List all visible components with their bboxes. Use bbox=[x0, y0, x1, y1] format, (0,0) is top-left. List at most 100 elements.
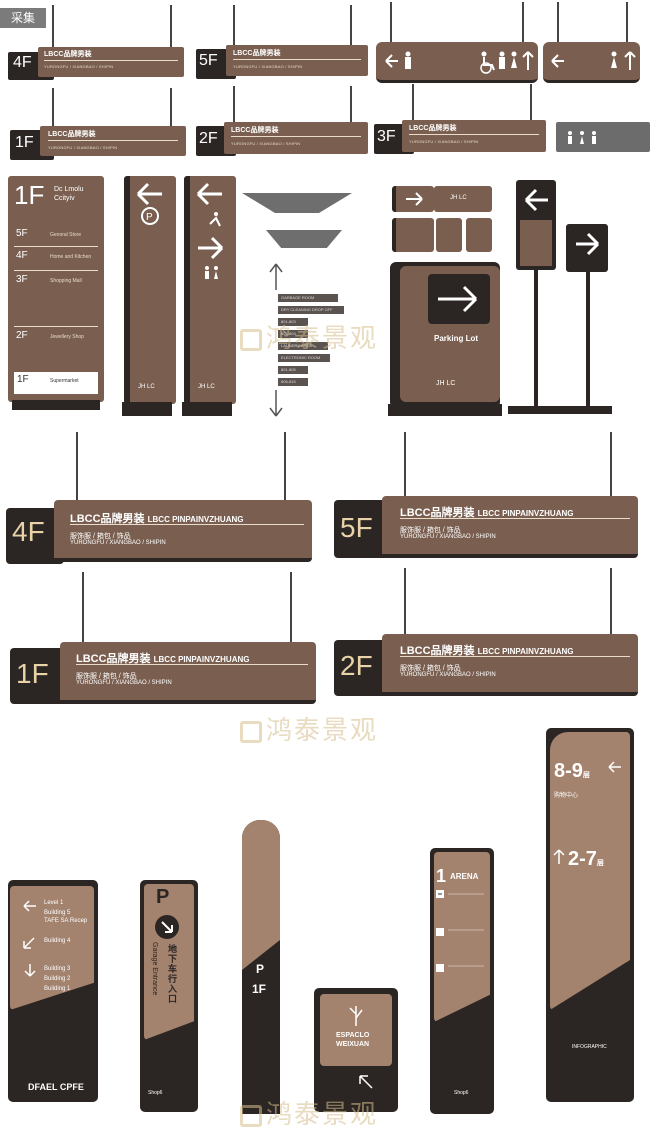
tower-a-line: Level 1 bbox=[44, 900, 64, 906]
plaque-restroom-c bbox=[466, 218, 492, 252]
parking-lot-logo: JH LC bbox=[436, 380, 456, 387]
sub-en: YURONGFU / XIANGBAO / SHIPIN bbox=[400, 534, 496, 540]
tower-b-small: Shop6 bbox=[148, 1090, 163, 1096]
dir-floor-4f: 4F bbox=[16, 250, 28, 261]
wayfinding-item: DRY CLEANING DROP OFF bbox=[278, 306, 344, 314]
wayfinding-item: 806-815 bbox=[278, 378, 308, 386]
brand-label: LBCC品牌男装 LBCC PINPAINVZHUANG bbox=[70, 513, 244, 525]
directory-big-floor: 1F bbox=[14, 180, 45, 210]
wayfinding-item: 801-803 bbox=[278, 330, 308, 338]
sub-label: YURONGFU / XIANGBAO / SHIPIN bbox=[48, 145, 118, 150]
tower-a-line: Building 5 bbox=[44, 910, 71, 916]
sub-label: YURONGFU / XIANGBAO / SHIPIN bbox=[231, 141, 301, 146]
direction-arrows-icon bbox=[196, 182, 224, 279]
parking-totem-logo: JH LC bbox=[138, 384, 155, 390]
tower-d-plant-icon bbox=[349, 1006, 363, 1026]
tower-c-floor: 1F bbox=[252, 982, 267, 996]
plaque-restroom-b bbox=[436, 218, 462, 252]
sub-cn: 服饰服 / 箱包 / 饰品 bbox=[400, 527, 461, 534]
dir-text-5f: Genoral Store bbox=[50, 232, 82, 238]
tower-e-small: Shop6 bbox=[454, 1090, 469, 1096]
watermark: 鸿泰景观 bbox=[240, 318, 378, 355]
tower-f-top-cn: 购物中心 bbox=[554, 793, 579, 799]
sub-en: YURONGFU / XIANGBAO / SHIPIN bbox=[76, 680, 172, 686]
tower-e-title: ARENA bbox=[450, 872, 479, 881]
sub-label: YURONGFU / XIANGBAO / SHIPIN bbox=[233, 64, 303, 69]
tower-f-up-arrow-icon bbox=[553, 849, 565, 864]
restroom-plate-small bbox=[556, 122, 650, 152]
plaque-arrow bbox=[392, 186, 434, 212]
dir-text-3f: Shopping Mall bbox=[50, 278, 82, 284]
brand-label: LBCC品牌男装 bbox=[44, 51, 92, 58]
tower-a-line: TAFE SA Recep bbox=[44, 918, 88, 924]
wayfinding-item: LAUNDRY AREA bbox=[278, 342, 328, 350]
floor-label: 3F bbox=[377, 128, 396, 145]
sub-cn: 服饰服 / 箱包 / 饰品 bbox=[76, 673, 137, 680]
tower-e-arrows-icon bbox=[436, 890, 484, 972]
hanging-grey-sign-top bbox=[242, 193, 352, 213]
tower-a-line: Building 4 bbox=[44, 938, 71, 944]
wayfinding-item: ELECTRONIC ROOM bbox=[278, 354, 330, 362]
sub-en: YURONGFU / XIANGBAO / SHIPIN bbox=[70, 540, 166, 546]
watermark: 鸿泰景观 bbox=[240, 1094, 378, 1131]
pole-sign-right-arrow-icon bbox=[576, 232, 600, 256]
pole-sign-left-arrow-icon bbox=[524, 188, 548, 212]
directory-totem: 1F Dc Lmolu Ccityiv 5F Genoral Store 4F … bbox=[8, 176, 104, 402]
tower-b-cn: 地下车行入口 bbox=[168, 944, 178, 1004]
sub-cn: 服饰服 / 箱包 / 饰品 bbox=[70, 533, 131, 540]
floor-label: 2F bbox=[340, 650, 373, 681]
restroom-icons bbox=[385, 51, 534, 74]
wayfinding-item: 801-803 bbox=[278, 318, 308, 326]
tower-d-line2: WEIXUAN bbox=[336, 1041, 370, 1048]
restroom-plate-icons bbox=[568, 131, 596, 144]
tower-d-line1: ESPACLO bbox=[336, 1032, 370, 1039]
sub-en: YURONGFU / XIANGBAO / SHIPIN bbox=[400, 672, 496, 678]
tower-f-top: 8-9层 bbox=[554, 760, 590, 782]
pole-sign-right bbox=[566, 224, 608, 272]
tower-f-bottom: 2-7层 bbox=[568, 848, 604, 870]
watermark: 鸿泰景观 bbox=[240, 710, 378, 747]
tower-b-en: Garage Entrance bbox=[151, 942, 158, 996]
arrow-totem: JH LC bbox=[184, 176, 236, 404]
sub-label: YURONGFU / XIANGBAO / SHIPIN bbox=[44, 64, 114, 69]
wayfinding-item: 801-805 bbox=[278, 366, 308, 374]
restroom-female-icons bbox=[551, 51, 636, 70]
tower-c-p: P bbox=[256, 962, 265, 976]
plaque-arrow-icon bbox=[406, 192, 423, 206]
brand-label: LBCC品牌男装 bbox=[48, 131, 96, 138]
directory-name2: Ccityiv bbox=[54, 195, 75, 202]
floor-label: 1F bbox=[15, 134, 34, 151]
plaque-logo-text: JH LC bbox=[450, 195, 467, 201]
parking-totem: P JH LC bbox=[124, 176, 176, 404]
tower-a-line: Building 2 bbox=[44, 976, 71, 982]
svg-text:P: P bbox=[146, 212, 153, 223]
tower-f-footer: INFOGRAPHIC bbox=[572, 1044, 607, 1050]
tower-f-left-arrow-icon bbox=[608, 761, 621, 773]
dir-floor-2f: 2F bbox=[16, 330, 28, 341]
tower-a-footer: DFAEL CPFE bbox=[28, 1082, 84, 1092]
dir-floor-5f: 5F bbox=[16, 228, 28, 239]
dir-text-2f: Jewellery Shop bbox=[50, 334, 84, 340]
dir-floor-1f: 1F bbox=[17, 374, 29, 385]
brand-label: LBCC品牌男装 LBCC PINPAINVZHUANG bbox=[400, 507, 574, 519]
hanging-grey-sign-bottom bbox=[266, 230, 342, 248]
brand-label: LBCC品牌男装 LBCC PINPAINVZHUANG bbox=[400, 645, 574, 657]
sub-cn: 服饰服 / 箱包 / 饰品 bbox=[400, 665, 461, 672]
parking-lot-label: Parking Lot bbox=[434, 334, 479, 343]
parking-arrow-icon: P bbox=[136, 182, 162, 225]
dir-text-1f: Supermarket bbox=[50, 378, 79, 384]
brand-label: LBCC品牌男装 LBCC PINPAINVZHUANG bbox=[76, 653, 250, 665]
tower-a-arrows-icon bbox=[23, 900, 36, 977]
tower-b-p: P bbox=[156, 886, 170, 908]
floor-label: 1F bbox=[16, 658, 49, 689]
wayfinding-item: GARBAGE ROOM bbox=[278, 294, 338, 302]
arrow-totem-logo: JH LC bbox=[198, 384, 215, 390]
brand-label: LBCC品牌男装 bbox=[409, 125, 457, 132]
floor-label: 2F bbox=[199, 130, 218, 147]
plaque-logo: JH LC bbox=[434, 186, 492, 212]
floor-label: 4F bbox=[12, 516, 45, 547]
floor-label: 5F bbox=[199, 52, 218, 69]
dir-text-4f: Home and Kitchen bbox=[50, 254, 92, 260]
tower-d-arrow-icon bbox=[359, 1075, 373, 1089]
tower-b-arrow-icon bbox=[155, 915, 179, 939]
